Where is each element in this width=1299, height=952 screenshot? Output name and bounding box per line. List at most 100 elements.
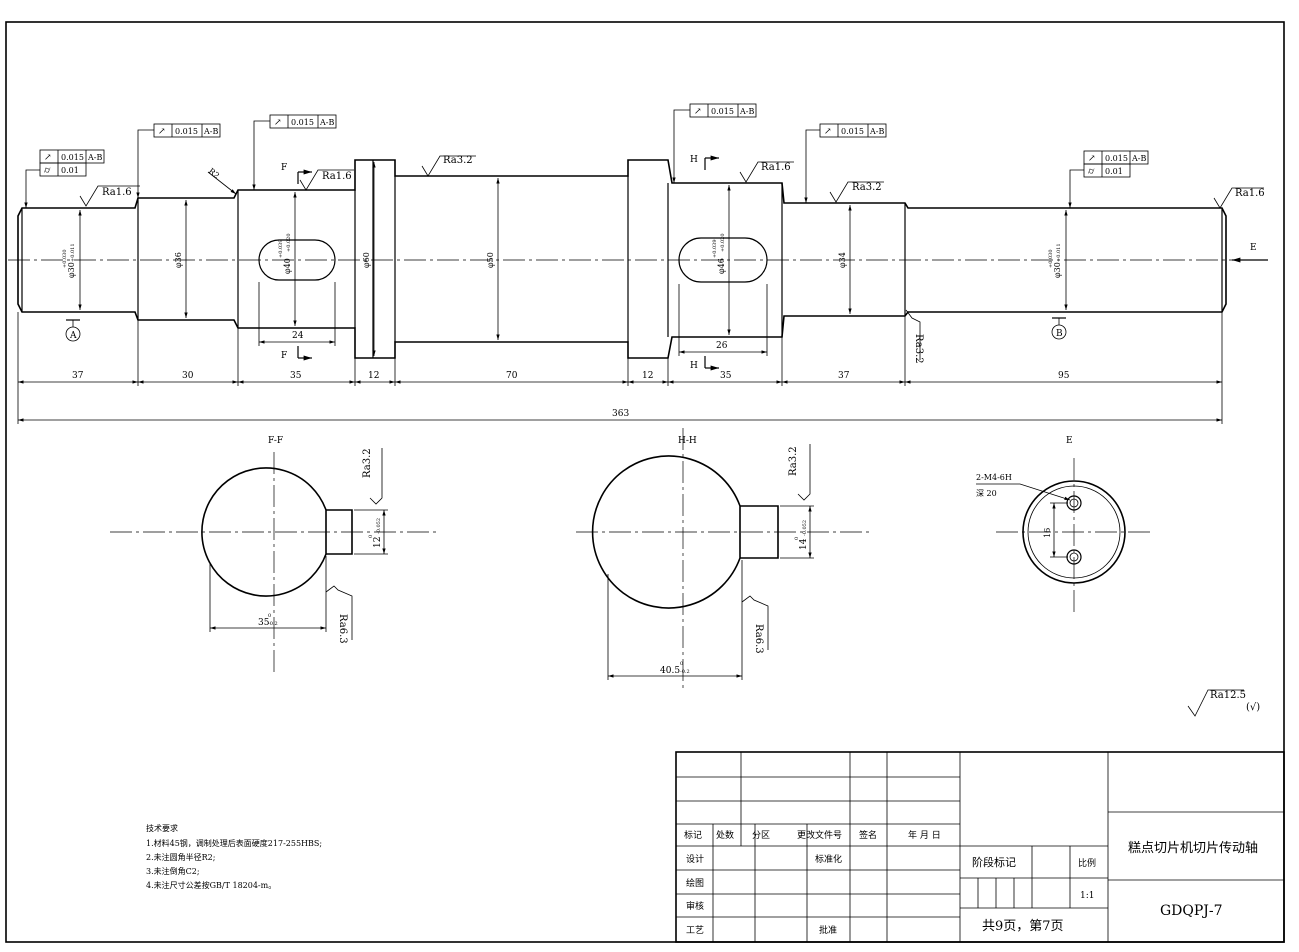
svg-text:比例: 比例 [1078, 857, 1096, 869]
svg-text:A-B: A-B [319, 118, 334, 127]
svg-text:Ra12.5: Ra12.5 [1210, 690, 1246, 701]
svg-text:2.未注圆角半径R2;: 2.未注圆角半径R2; [146, 852, 215, 862]
view-e: E 2-M4-6H 深 20 16 [976, 436, 1150, 612]
dia-46: φ46 [717, 258, 726, 274]
svg-text:Ra6.3: Ra6.3 [337, 614, 348, 644]
svg-text:绘图: 绘图 [686, 877, 704, 889]
svg-text:Ra3.2: Ra3.2 [362, 448, 373, 478]
svg-text:1.材料45钢，调制处理后表面硬度217-255HBS;: 1.材料45钢，调制处理后表面硬度217-255HBS; [146, 838, 322, 848]
svg-text:↗: ↗ [274, 118, 282, 128]
general-roughness: Ra12.5 (√) [1187, 689, 1260, 717]
roughness-ra32-a: Ra3.2 [443, 155, 473, 166]
svg-text:Ra6.3: Ra6.3 [753, 624, 764, 654]
svg-text:↗: ↗ [694, 107, 702, 117]
svg-text:0.015: 0.015 [841, 127, 864, 136]
svg-text:标记: 标记 [684, 829, 702, 841]
dia-60: φ60 [362, 252, 371, 268]
svg-text:0: 0 [794, 537, 800, 540]
dim-35-b: 35 [720, 371, 732, 381]
dia-30-right: φ30 [1053, 262, 1062, 278]
svg-text:设计: 设计 [686, 853, 704, 865]
tol-30-left-lower: +0.011 [70, 243, 76, 262]
svg-text:0: 0 [268, 613, 271, 619]
dia-50: φ50 [486, 252, 495, 268]
svg-text:A-B: A-B [869, 127, 884, 136]
keyway-length-26: 26 [716, 341, 728, 351]
svg-text:分区: 分区 [752, 830, 770, 841]
svg-text:0.015: 0.015 [1105, 154, 1128, 163]
svg-text:0.015: 0.015 [175, 127, 198, 136]
keyway-length-24: 24 [292, 331, 304, 341]
svg-text:↗: ↗ [1088, 154, 1096, 164]
gdt-frame-5: ↗ 0.015 A-B [804, 123, 887, 203]
fillet-r2-label: R2 [207, 166, 221, 180]
svg-text:更改文件号: 更改文件号 [797, 829, 842, 841]
dim-37-a: 37 [72, 371, 84, 381]
svg-text:3.未注倒角C2;: 3.未注倒角C2; [146, 866, 200, 876]
svg-text:↗: ↗ [158, 127, 166, 137]
svg-text:深 20: 深 20 [976, 489, 997, 498]
svg-text:A-B: A-B [739, 107, 754, 116]
keyway-h [678, 237, 768, 283]
tol-30-right-upper: +0.030 [1048, 249, 1054, 268]
svg-text:0.015: 0.015 [61, 153, 84, 162]
svg-text:签名: 签名 [859, 829, 877, 841]
svg-text:年 月 日: 年 月 日 [908, 829, 941, 841]
dia-34: φ34 [838, 252, 847, 268]
dim-70: 70 [506, 371, 518, 381]
tol-46-lower: +0.020 [720, 233, 726, 252]
title-block: 标记 处数 分区 更改文件号 签名 年 月 日 设计 绘图 审核 工艺 标准化 … [675, 751, 1285, 943]
svg-text:0: 0 [680, 661, 683, 667]
svg-text:⌭: ⌭ [44, 166, 51, 176]
svg-text:A-B: A-B [1131, 154, 1146, 163]
svg-text:A-B: A-B [87, 153, 102, 162]
svg-text:A: A [69, 331, 77, 341]
dim-363: 363 [612, 409, 629, 419]
svg-text:2-M4-6H: 2-M4-6H [976, 473, 1012, 482]
gdt-frame-3: ↗ 0.015 A-B [252, 114, 337, 190]
svg-text:⌭: ⌭ [1088, 167, 1095, 177]
keyway-f [258, 239, 336, 281]
shaft-outline [17, 159, 1227, 359]
datum-a: A [65, 319, 81, 342]
svg-text:12: 12 [373, 537, 383, 548]
svg-text:1:1: 1:1 [1080, 891, 1094, 901]
roughness-ra32-c: Ra3.2 [913, 334, 924, 364]
roughness-ra16-d: Ra1.6 [1235, 188, 1265, 199]
technical-requirements: 技术要求 1.材料45钢，调制处理后表面硬度217-255HBS; 2.未注圆角… [146, 823, 322, 890]
svg-text:0.01: 0.01 [1105, 167, 1123, 176]
section-mark-h-bottom: H [690, 361, 698, 371]
gdt-frame-1: ↗ 0.015 A-B ⌭ 0.01 [24, 149, 105, 208]
svg-text:↗: ↗ [824, 127, 832, 137]
dim-12-a: 12 [368, 371, 379, 381]
dia-30-left: φ30 [67, 262, 76, 278]
svg-text:(√): (√) [1246, 702, 1260, 713]
roughness-ra16-c: Ra1.6 [761, 162, 791, 173]
svg-text:批准: 批准 [819, 924, 837, 936]
shaft-step-lines [21, 160, 1223, 358]
svg-text:F-F: F-F [268, 436, 283, 446]
svg-text:GDQPJ-7: GDQPJ-7 [1160, 903, 1223, 919]
svg-text:E: E [1066, 436, 1073, 446]
svg-text:审核: 审核 [686, 900, 704, 912]
roughness-ra16-b: Ra1.6 [322, 171, 352, 182]
tol-30-right-lower: +0.011 [1056, 243, 1062, 262]
datum-b: B [1051, 317, 1067, 340]
section-ff: F-F 35 0 -0.2 12 0 -0.052 Ra3.2 Ra6.3 [110, 436, 440, 674]
svg-text:↗: ↗ [44, 153, 52, 163]
svg-text:阶段标记: 阶段标记 [972, 855, 1016, 869]
dim-12-b: 12 [642, 371, 653, 381]
section-mark-f-bottom: F [281, 351, 287, 361]
dia-36: φ36 [174, 252, 183, 268]
roughness-ra32-b: Ra3.2 [852, 182, 882, 193]
svg-text:16: 16 [1043, 528, 1052, 538]
tol-40-upper: +0.039 [278, 239, 284, 258]
dia-40: φ40 [283, 258, 292, 274]
svg-text:标准化: 标准化 [815, 853, 842, 865]
view-e-arrow-label: E [1250, 243, 1257, 253]
section-hh: H-H 40.5 0 -0.2 14 0 -0.052 Ra3.2 Ra6.3 [576, 428, 870, 688]
tol-46-upper: +0.039 [712, 239, 718, 258]
svg-text:0.01: 0.01 [61, 166, 79, 175]
svg-text:糕点切片机切片传动轴: 糕点切片机切片传动轴 [1128, 841, 1258, 856]
